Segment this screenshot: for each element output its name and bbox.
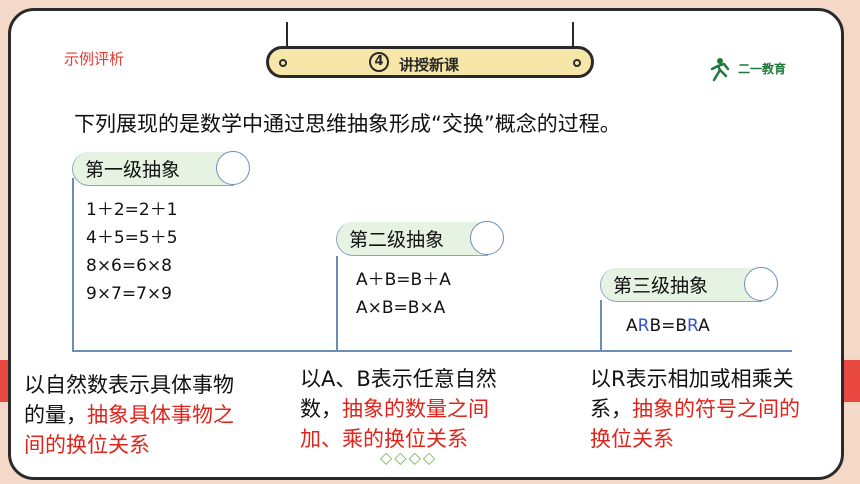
symbol-r: R — [687, 316, 699, 336]
level2-description: 以A、B表示任意自然数，抽象的数量之间加、乘的换位关系 — [300, 364, 530, 454]
symbol-r: R — [637, 316, 650, 336]
banner-curl — [744, 267, 778, 301]
level3-connector — [600, 300, 602, 351]
level1-connector — [72, 178, 74, 351]
banner-curl — [216, 151, 250, 185]
level3-description: 以R表示相加或相乘关系，抽象的符号之间的换位关系 — [590, 364, 800, 454]
level1-equations: 1＋2=2＋1 4＋5=5＋5 8×6=6×8 9×7=7×9 — [86, 196, 178, 308]
description-highlight: 抽象的数量之间加、乘的换位关系 — [300, 397, 489, 451]
equation: 4＋5=5＋5 — [86, 228, 178, 248]
level3-title: 第三级抽象 — [613, 275, 709, 297]
level1-title: 第一级抽象 — [85, 159, 181, 181]
equation: A＋B=B＋A — [356, 270, 451, 290]
level2-title: 第二级抽象 — [349, 229, 445, 251]
section-header: 4 讲授新课 — [266, 46, 594, 78]
symbol-a: A — [698, 316, 710, 336]
runner-logo-icon — [710, 58, 730, 82]
intro-sentence: 下列展现的是数学中通过思维抽象形成“交换”概念的过程。 — [74, 112, 621, 136]
section-title: 讲授新课 — [399, 56, 460, 74]
description-text: 以A、B表示任意自然数， — [300, 367, 497, 421]
header-hanger-right — [572, 22, 574, 52]
example-tag: 示例评析 — [64, 50, 125, 68]
logo-text: 二一教育 — [738, 62, 787, 76]
baseline-divider — [72, 350, 792, 352]
level1-description: 以自然数表示具体事物的量，抽象具体事物之间的换位关系 — [24, 370, 254, 460]
description-highlight: 抽象的符号之间的换位关系 — [590, 397, 800, 451]
equation: 1＋2=2＋1 — [86, 200, 178, 220]
equation: A×B=B×A — [356, 298, 446, 318]
header-dot-right — [573, 59, 581, 67]
level2-banner: 第二级抽象 — [336, 221, 504, 256]
header-hanger-left — [286, 22, 288, 52]
level1-banner: 第一级抽象 — [72, 151, 250, 186]
symbol-a: A — [626, 316, 638, 336]
description-highlight: 抽象具体事物之间的换位关系 — [24, 403, 234, 457]
level3-banner: 第三级抽象 — [600, 267, 778, 302]
level2-connector — [336, 256, 338, 351]
description-text: 以R表示相加或相乘关系， — [590, 367, 794, 421]
equation: 9×7=7×9 — [86, 284, 172, 304]
description-text: 以自然数表示具体事物的量， — [24, 373, 234, 427]
section-number: 4 — [369, 52, 389, 72]
level3-equation: ARB=BRA — [626, 312, 710, 340]
level2-equations: A＋B=B＋A A×B=B×A — [356, 266, 451, 322]
diamond-decoration: ◇◇◇◇ — [380, 448, 438, 467]
symbol-b-eq-b: B=B — [649, 316, 688, 336]
banner-curl — [470, 221, 504, 255]
header-dot-left — [279, 59, 287, 67]
equation: 8×6=6×8 — [86, 256, 172, 276]
